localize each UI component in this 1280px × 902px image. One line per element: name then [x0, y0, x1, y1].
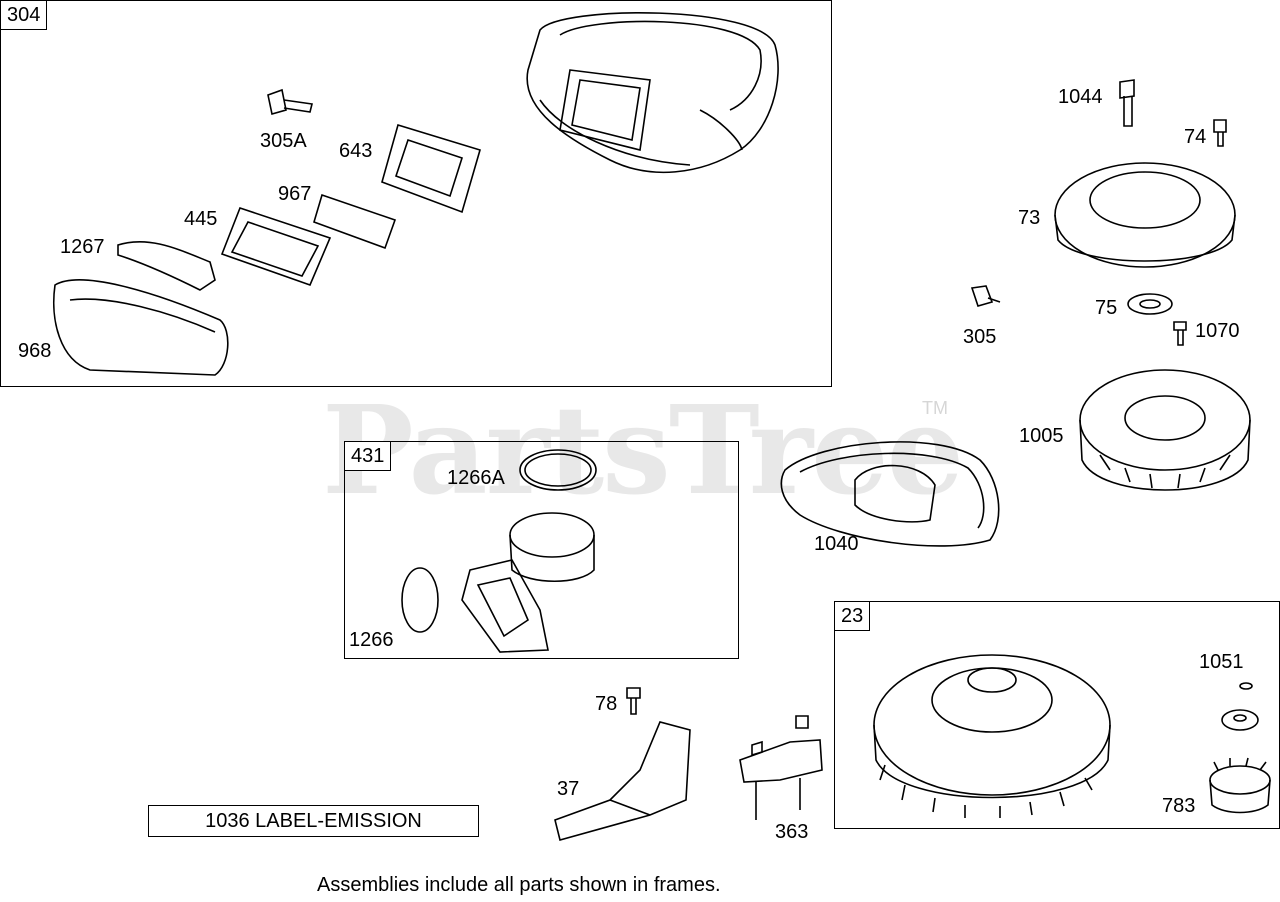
callout-445: 445 — [184, 208, 218, 230]
callout-1266a: 1266A — [447, 467, 505, 489]
guard-643-part — [381, 123, 481, 214]
emission-label-box: 1036 LABEL-EMISSION — [148, 805, 479, 837]
callout-1070: 1070 — [1195, 320, 1240, 342]
callout-1005: 1005 — [1019, 425, 1064, 447]
callout-78: 78 — [595, 693, 618, 715]
nut-1051-part — [1221, 682, 1259, 731]
frame-label-23: 23 — [834, 601, 871, 631]
callout-643: 643 — [339, 140, 373, 162]
callout-1044: 1044 — [1058, 86, 1103, 108]
bolt-305-part — [970, 285, 1001, 307]
callout-75: 75 — [1095, 297, 1118, 319]
screen-445-part — [220, 207, 332, 287]
callout-783: 783 — [1162, 795, 1196, 817]
callout-967: 967 — [278, 183, 312, 205]
callout-37: 37 — [557, 778, 580, 800]
baffle-1040-part — [780, 441, 1000, 547]
bolt-1044-part — [1119, 79, 1135, 127]
intake-elbow-part — [461, 512, 595, 653]
frame-label-431: 431 — [344, 441, 392, 471]
ring-1266a-part — [519, 449, 597, 491]
cover-968-part — [52, 279, 229, 376]
washer-75-part — [1127, 293, 1173, 315]
callout-1040: 1040 — [814, 533, 859, 555]
callout-968: 968 — [18, 340, 52, 362]
frame-431: 431 — [344, 441, 739, 659]
callout-305: 305 — [963, 326, 997, 348]
callout-1051: 1051 — [1199, 651, 1244, 673]
screw-74-part — [1213, 119, 1227, 147]
cover-73-part — [1054, 162, 1236, 268]
decal-967-part — [313, 193, 397, 250]
screw-1070-part — [1173, 321, 1187, 346]
assemblies-footnote: Assemblies include all parts shown in fr… — [317, 874, 721, 896]
trademark-mark: TM — [922, 398, 948, 418]
callout-1267: 1267 — [60, 236, 105, 258]
fan-1005-part — [1079, 369, 1251, 491]
callout-73: 73 — [1018, 207, 1041, 229]
bracket-1267-part — [117, 240, 216, 291]
bolt-305a-part — [267, 88, 313, 116]
gasket-1266-part — [401, 567, 439, 633]
gear-783-part — [1209, 757, 1271, 814]
flywheel-23-part — [873, 654, 1111, 818]
callout-1266: 1266 — [349, 629, 394, 651]
frame-304: 304 — [0, 0, 832, 387]
callout-74: 74 — [1184, 126, 1207, 148]
frame-label-304: 304 — [0, 0, 48, 30]
callout-363: 363 — [775, 821, 809, 843]
frame-23: 23 — [834, 601, 1280, 829]
callout-305a: 305A — [260, 130, 307, 152]
armature-363-part — [739, 715, 823, 820]
screw-78-part — [626, 687, 641, 715]
air-guide-37-part — [554, 721, 691, 841]
blower-housing-part — [526, 12, 779, 174]
